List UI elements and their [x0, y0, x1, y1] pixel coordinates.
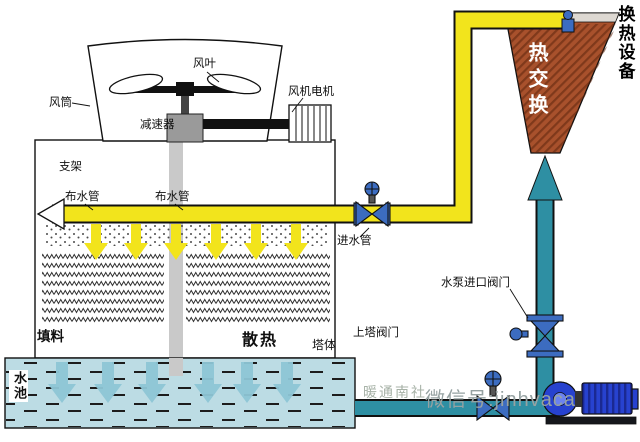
pump-motor-fins [582, 383, 632, 414]
riser-valve [509, 314, 564, 358]
fan-blade-right [206, 73, 262, 95]
fan-assembly [87, 38, 332, 143]
label-to-tower-valve: 上塔阀门 [353, 327, 399, 339]
label-heat-exchange: 热交换 [525, 42, 547, 120]
pool-arrows [48, 362, 301, 403]
hot-water-pipe [52, 12, 566, 222]
drive-shaft [203, 119, 289, 129]
spray-zone [45, 224, 329, 246]
label-tower-body: 塔体 [312, 338, 337, 352]
label-water-pool: 水池 [9, 370, 28, 402]
pump [542, 381, 639, 425]
label-fan-blade: 风叶 [193, 58, 216, 70]
center-column-stub [169, 358, 183, 376]
distribution-arrow [36, 197, 65, 231]
hx-top-fitting [561, 10, 575, 33]
riser-arrow [527, 154, 563, 201]
heat-exchanger [504, 12, 620, 154]
label-fan-duct: 风筒 [49, 97, 72, 109]
label-support: 支架 [59, 161, 82, 173]
suction-valve [476, 370, 510, 422]
cold-water-pipe [355, 196, 560, 415]
label-pump-inlet-valve: 水泵进口阀门 [441, 277, 510, 289]
fan-motor-box [288, 104, 332, 143]
fan-blade-left [108, 73, 164, 95]
fan-hub [176, 82, 194, 96]
label-fan-motor: 风机电机 [288, 86, 334, 98]
label-water-pipe-right: 布水管 [155, 191, 190, 203]
watermark-brand: 暖通南社 [363, 384, 427, 400]
label-reducer: 减速器 [140, 119, 175, 131]
label-heat-exchange-equipment: 换热设备 [615, 5, 635, 81]
inlet-valve [353, 181, 391, 228]
spray-arrows [84, 224, 308, 260]
fill-block-left [42, 252, 164, 325]
leader-lines [71, 71, 529, 319]
label-heat-dissipation: 散热 [242, 332, 279, 349]
watermark-wechat-id: 微信号:jinhvaca [425, 389, 576, 411]
fill-block-right [186, 252, 330, 325]
label-fill-material: 填料 [37, 329, 64, 344]
label-water-pipe-left: 布水管 [65, 191, 100, 203]
label-inlet-pipe: 进水管 [337, 235, 372, 247]
